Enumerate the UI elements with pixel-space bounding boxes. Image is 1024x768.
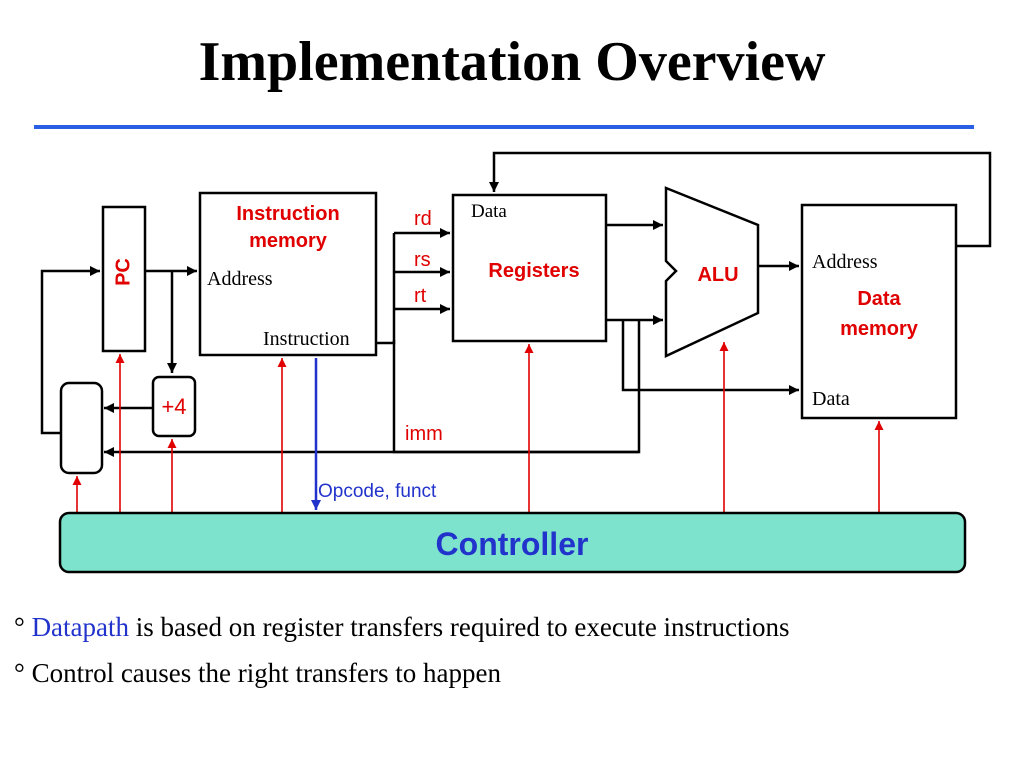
registers-data-label: Data (471, 201, 507, 222)
pc-register (101, 205, 147, 353)
instruction-memory-title-1: Instruction (236, 203, 339, 225)
instruction-memory-instruction-label: Instruction (263, 328, 350, 350)
bullet-mark: ° (14, 612, 25, 642)
rt-label: rt (414, 285, 427, 307)
opcode-funct-label: Opcode, funct (318, 481, 437, 502)
data-memory-title-1: Data (857, 288, 901, 310)
registers-title: Registers (488, 260, 579, 282)
registers-box (451, 193, 608, 343)
alu-shape (664, 186, 760, 358)
pc-label: PC (112, 258, 134, 286)
alu-label: ALU (697, 264, 738, 286)
controller-box (58, 511, 967, 574)
data-memory-box (800, 203, 958, 420)
data-memory-title-2: memory (840, 318, 919, 340)
instruction-memory-title-2: memory (249, 230, 328, 252)
instruction-memory-box (198, 191, 378, 357)
bullet-mark: ° (14, 658, 25, 688)
pc-mux (59, 381, 104, 475)
bullet-list: ° Datapath is based on register transfer… (14, 612, 790, 704)
slide-title: Implementation Overview (198, 31, 826, 93)
controller-label: Controller (436, 526, 589, 562)
bullet-text: is based on register transfers required … (129, 612, 790, 642)
bullet-item-control: ° Control causes the right transfers to … (14, 658, 790, 689)
rs-label: rs (414, 249, 431, 271)
control-signals (72, 342, 884, 513)
data-memory-data-label: Data (812, 388, 850, 410)
imm-label: imm (405, 423, 443, 445)
bullet-text: Control causes the right transfers to ha… (31, 658, 501, 688)
data-memory-address-label: Address (812, 251, 878, 273)
adder-box (151, 375, 197, 438)
adder-label: +4 (161, 394, 186, 419)
datapath-wires (40, 151, 992, 457)
bullet-item-datapath: ° Datapath is based on register transfer… (14, 612, 790, 643)
instruction-memory-address-label: Address (207, 268, 273, 290)
rd-label: rd (414, 208, 432, 230)
title-underline (34, 125, 974, 129)
datapath-highlight: Datapath (31, 612, 130, 642)
